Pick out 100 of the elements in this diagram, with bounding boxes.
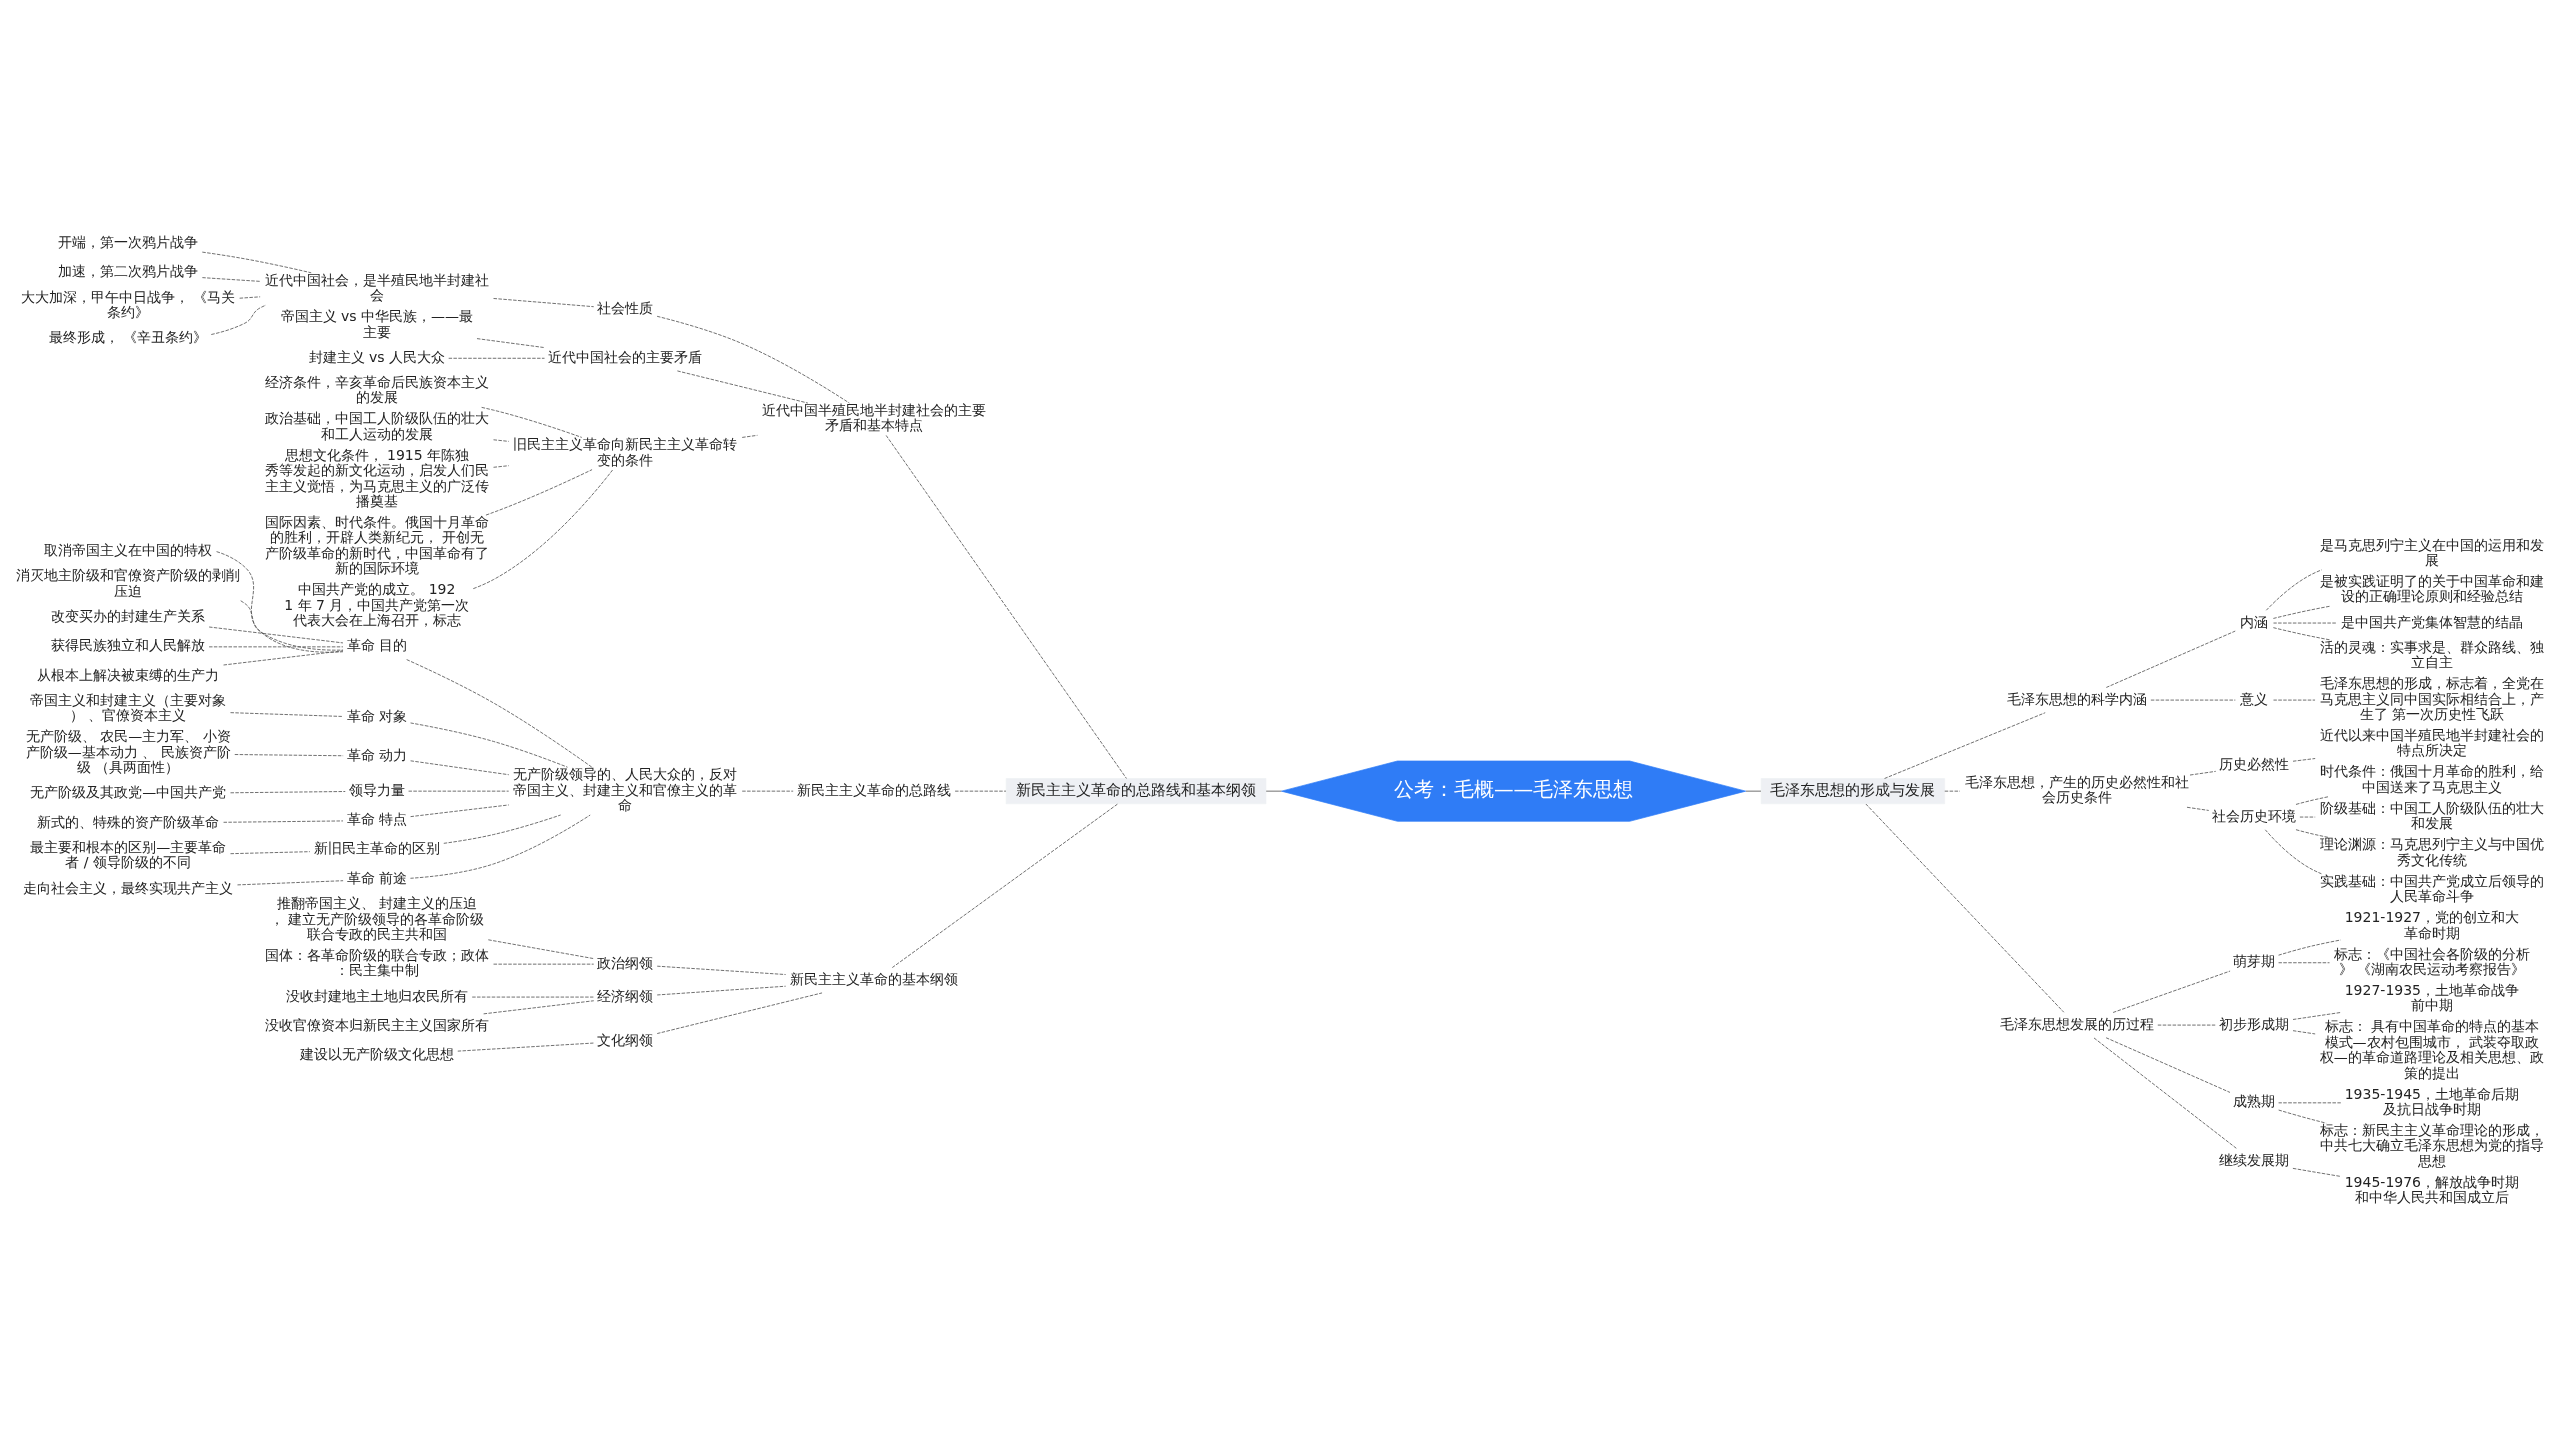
connector	[223, 649, 344, 665]
connector	[493, 963, 595, 965]
node-text: 加速，第二次鸦片战争	[58, 262, 199, 279]
node-text: 1927-1935，土地革命战争前中期	[2344, 981, 2520, 1013]
node-box: 毛泽东思想的形成与发展	[1760, 777, 1946, 804]
connector	[201, 276, 261, 282]
connector	[2272, 626, 2331, 640]
connector	[676, 370, 809, 403]
node-text: 国体：各革命阶级的联合专政；政体：民主集中制	[264, 946, 489, 978]
connector	[443, 814, 562, 844]
connector	[472, 468, 614, 589]
node-text: 标志： 具有中国革命的特点的基本模式—农村包围城市， 武装夺取政权—的革命道路理论及相关思想、政策的提出	[2319, 1017, 2544, 1081]
connector	[2105, 1036, 2231, 1093]
connector	[493, 297, 595, 307]
node-text: 政治基础，中国工人阶级队伍的壮大和工人运动的发展	[264, 409, 489, 442]
connector	[230, 850, 311, 854]
node-text: 无产阶级及其政党—中国共产党	[30, 783, 227, 800]
node-text: 革命 对象	[346, 707, 408, 724]
connector	[656, 965, 787, 975]
connector	[410, 814, 591, 879]
connector	[487, 938, 595, 959]
connector	[2265, 568, 2323, 611]
connector	[2292, 1167, 2342, 1177]
node-text: 革命 动力	[346, 746, 408, 763]
connector	[1865, 803, 2065, 1013]
connector	[408, 790, 510, 792]
node-text: 开端，第一次鸦片战争	[58, 233, 199, 250]
connector	[954, 790, 1007, 792]
connector	[1944, 790, 1961, 792]
connector	[223, 820, 344, 823]
connector	[457, 1042, 595, 1052]
connector	[210, 304, 267, 335]
node-text: 历史必然性	[2219, 755, 2290, 772]
connector	[240, 599, 344, 651]
node-text: 是被实践证明了的关于中国革命和建设的正确理论原则和经验总结	[2319, 572, 2544, 604]
node-text: 萌芽期	[2233, 952, 2276, 969]
connector	[2292, 757, 2316, 762]
node-text: 旧民主主义革命向新民主主义革命转变的条件	[513, 435, 738, 468]
connector	[2150, 699, 2236, 700]
node-text: 建设以无产阶级文化思想	[299, 1045, 454, 1062]
connector	[2186, 806, 2210, 811]
connector	[2278, 1109, 2327, 1124]
connector	[230, 790, 346, 793]
node-text: 领导力量	[348, 781, 405, 798]
node-text: 最主要和根本的区别—主要革命者 / 领导阶级的不同	[30, 838, 227, 870]
connector	[410, 759, 510, 775]
node-text: 毛泽东思想发展的历过程	[1999, 1015, 2154, 1032]
node-text: 政治纲领	[597, 954, 654, 971]
connector	[2278, 961, 2330, 963]
node-text: 是中国共产党集体智慧的结晶	[2340, 613, 2523, 630]
node-text: 经济纲领	[597, 987, 654, 1004]
connector	[2278, 939, 2342, 956]
node-text: 无产阶级、 农民—主力军、 小资产阶级—基本动力 、 民族资产阶级 （具两面性）	[25, 727, 231, 775]
node-text: 新式的、特殊的资产阶级革命	[37, 813, 220, 830]
connector	[471, 996, 595, 997]
node-text: 获得民族独立和人民解放	[51, 636, 206, 653]
node-text: 封建主义 vs 人民大众	[308, 348, 446, 365]
node-text: 毛泽东思想的科学内涵	[2006, 690, 2147, 707]
node-text: 内涵	[2240, 613, 2269, 630]
node-text: 近代中国社会，是半殖民地半封建社会	[264, 271, 489, 303]
connector	[2112, 970, 2231, 1013]
node-text: 无产阶级领导的、人民大众的，反对帝国主义、封建主义和官僚主义的革命	[513, 765, 738, 813]
node-text: 革命 目的	[346, 636, 408, 653]
node-text: 没收官僚资本归新民主主义国家所有	[264, 1016, 489, 1033]
connector	[656, 992, 823, 1034]
connector	[656, 985, 787, 995]
node-text: 从根本上解决被束缚的生产力	[37, 666, 220, 683]
connector	[1265, 790, 1282, 792]
connector	[1884, 711, 2046, 779]
connector	[2273, 699, 2316, 700]
connector	[485, 468, 593, 515]
node-text: 近代以来中国半殖民地半封建社会的特点所决定	[2319, 726, 2544, 758]
node-text: 经济条件，辛亥革命后民族资本主义的发展	[264, 373, 489, 405]
node-text: 没收封建地主土地归农民所有	[285, 987, 468, 1004]
connector	[1745, 790, 1762, 792]
node-text: 帝国主义 vs 中华民族，——最主要	[280, 307, 474, 340]
connector	[481, 406, 583, 438]
node-text: 取消帝国主义在中国的特权	[44, 541, 213, 558]
connector	[406, 658, 593, 768]
node-text: 是马克思列宁主义在中国的运用和发展	[2319, 536, 2544, 568]
node-text: 成熟期	[2233, 1092, 2276, 1109]
node-text: 新民主主义革命的总路线	[797, 781, 952, 798]
node-text: 标志：《中国社会各阶级的分析》 《湖南农民运动考察报告》	[2333, 945, 2530, 977]
node-text: 继续发展期	[2219, 1151, 2290, 1168]
connector	[208, 626, 344, 643]
node-text: 国际因素、时代条件。俄国十月革命的胜利，开辟人类新纪元， 开创无产阶级革命的新时代，中国革命有了新的国际环境	[264, 513, 489, 576]
connector	[2105, 630, 2236, 688]
connector	[2278, 1101, 2342, 1103]
node-text: 理论渊源：马克思列宁主义与中国优秀文化传统	[2319, 835, 2544, 868]
connector	[410, 804, 510, 817]
connector	[476, 337, 545, 348]
node-text: 革命 前途	[346, 869, 408, 886]
node-text: 实践基础：中国共产党成立后领导的人民革命斗争	[2319, 872, 2544, 904]
connector	[2295, 828, 2329, 838]
connector	[656, 315, 850, 403]
connector	[741, 790, 794, 792]
node-text: 活的灵魂：实事求是、群众路线、独立自主	[2319, 638, 2544, 670]
node-text: 思想文化条件， 1915 年陈独秀等发起的新文化运动，启发人们民主主义觉悟，为马克思主义的广泛传播奠基	[264, 446, 489, 509]
connector	[493, 438, 510, 442]
node-text: 走向社会主义，最终实现共产主义	[23, 879, 234, 896]
